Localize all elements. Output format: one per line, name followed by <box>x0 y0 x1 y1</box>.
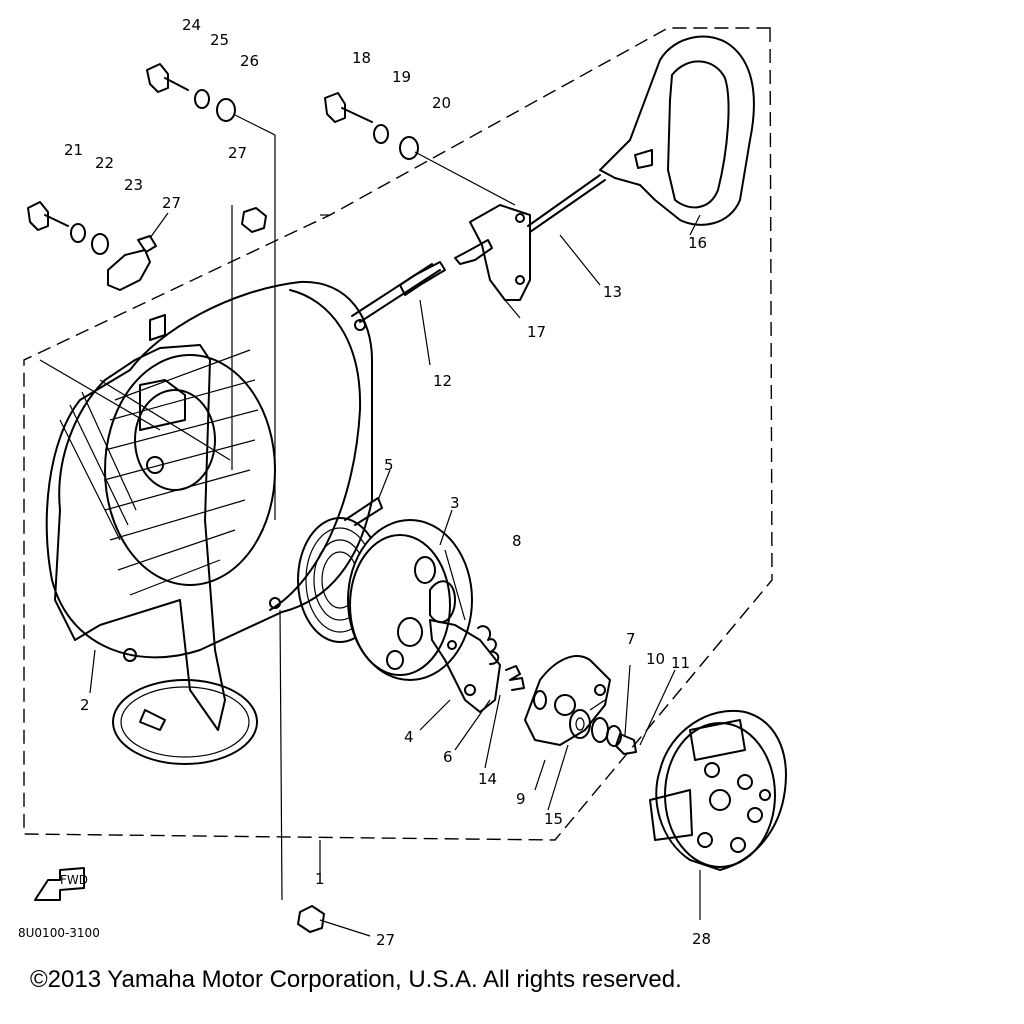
sheave-drum <box>649 709 787 872</box>
washer-22 <box>70 223 86 243</box>
part-label-27-bottom: 27 <box>376 931 395 949</box>
part-label-23: 23 <box>124 176 143 194</box>
starter-rope-loop <box>112 679 258 765</box>
part-label-11: 11 <box>671 654 690 672</box>
washer-26 <box>216 98 236 122</box>
part-label-14: 14 <box>478 770 497 788</box>
part-label-7: 7 <box>626 630 636 648</box>
part-label-18: 18 <box>352 49 371 67</box>
part-label-2: 2 <box>80 696 90 714</box>
part-label-26: 26 <box>240 52 259 70</box>
washer-7 <box>591 717 609 743</box>
part-label-10: 10 <box>646 650 665 668</box>
part-label-4: 4 <box>404 728 414 746</box>
cable-end <box>399 261 446 296</box>
bolt-18 <box>324 92 373 123</box>
cable-bracket <box>469 204 531 301</box>
part-label-28: 27 <box>162 194 181 212</box>
part-label-24: 24 <box>182 16 201 34</box>
part-labels: 24 25 26 18 19 20 27 21 22 23 27 16 13 1… <box>18 16 711 949</box>
starter-case <box>45 280 373 662</box>
fwd-arrow: FWD <box>34 867 88 901</box>
part-label-17: 17 <box>527 323 546 341</box>
gasket <box>54 344 226 731</box>
part-label-22: 22 <box>95 154 114 172</box>
part-label-19: 19 <box>392 68 411 86</box>
part-label-6: 6 <box>443 748 453 766</box>
bolt-11 <box>615 733 637 755</box>
washer-19 <box>373 124 389 144</box>
part-label-13: 13 <box>603 283 622 301</box>
part-label-9: 9 <box>516 790 526 808</box>
pawl-spring <box>477 625 500 665</box>
washer-23 <box>91 233 109 255</box>
starter-handle <box>599 35 755 226</box>
pawl <box>429 619 501 713</box>
part-label-21: 21 <box>64 141 83 159</box>
washer-25 <box>194 89 210 109</box>
bolt-24 <box>146 63 189 93</box>
drive-plate <box>524 655 611 746</box>
lock-plate-28 <box>107 235 157 291</box>
starter-rope <box>527 174 606 233</box>
drawing-code: 8U0100-3100 <box>18 926 100 940</box>
nut-27-bottom <box>297 905 325 933</box>
part-label-27-top: 27 <box>228 144 247 162</box>
part-label-12: 12 <box>433 372 452 390</box>
rope-pulley <box>347 519 473 681</box>
part-label-3: 3 <box>450 494 460 512</box>
part-label-25: 25 <box>210 31 229 49</box>
starter-cable <box>351 263 441 323</box>
washer-10 <box>606 725 622 747</box>
part-label-15: 15 <box>544 810 563 828</box>
part-label-29: 28 <box>692 930 711 948</box>
washer-20 <box>399 136 419 160</box>
washer-14 <box>533 690 547 710</box>
copyright-notice: ©2013 Yamaha Motor Corporation, U.S.A. A… <box>30 966 682 993</box>
part-label-8: 8 <box>512 532 522 550</box>
part-label-5: 5 <box>384 456 394 474</box>
part-label-20: 20 <box>432 94 451 112</box>
part-label-16: 16 <box>688 234 707 252</box>
fwd-label: FWD <box>60 873 88 887</box>
nut-27-top <box>241 207 267 233</box>
return-spring <box>505 665 525 691</box>
washer-15 <box>569 709 591 739</box>
leader-lines <box>39 114 701 937</box>
bolt-21 <box>27 201 69 231</box>
part-label-1: 1 <box>315 870 325 888</box>
